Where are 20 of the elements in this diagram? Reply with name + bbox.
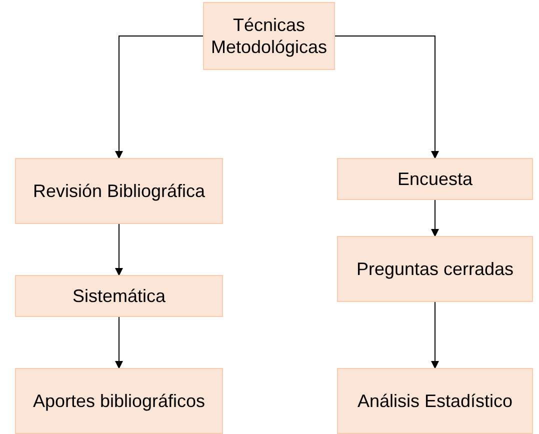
process-box <box>15 275 223 317</box>
box-label: Sistemática <box>72 285 166 307</box>
arrow <box>115 316 123 369</box>
process-box <box>337 368 533 434</box>
box-label: Aportes bibliográficos <box>32 390 206 412</box>
arrow <box>334 36 439 159</box>
process-box <box>15 368 223 434</box>
process-box <box>337 236 533 302</box>
box-label: Encuesta <box>397 168 473 190</box>
arrow <box>115 36 204 159</box>
process-box <box>15 158 223 224</box>
box-label: Revisión Bibliográfica <box>32 180 206 202</box>
box-label: Preguntas cerradas <box>356 258 514 280</box>
arrow <box>431 302 439 369</box>
process-box <box>203 2 335 70</box>
box-label: Análisis Estadístico <box>357 390 513 412</box>
arrow <box>115 224 123 276</box>
box-label: Técnicas Metodológicas <box>210 14 328 58</box>
process-box <box>337 158 533 200</box>
arrow <box>431 200 439 237</box>
